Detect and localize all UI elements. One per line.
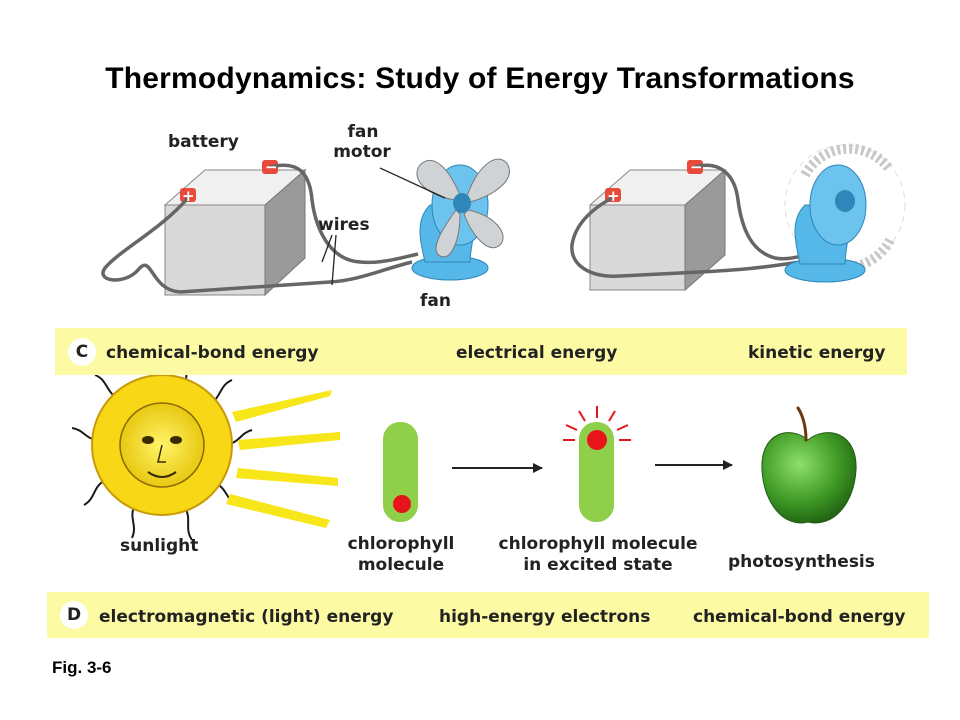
wires-label: wires: [318, 215, 370, 235]
minus-sign-right: −: [690, 158, 703, 176]
figure-label: Fig. 3-6: [52, 658, 112, 677]
plus-terminal-left: [180, 188, 196, 202]
chlorophyll-excited: [563, 406, 631, 522]
wires-left: [101, 163, 419, 294]
apple: [761, 406, 857, 524]
energy-band-c: [55, 328, 907, 375]
photosynthesis-label: photosynthesis: [728, 552, 875, 572]
band-c-item-1: chemical-bond energy: [106, 343, 319, 363]
band-d-letter: D: [60, 601, 88, 629]
energy-band-d: [47, 592, 929, 638]
band-d-item-1: electromagnetic (light) energy: [99, 607, 394, 627]
band-d-item-2: high-energy electrons: [439, 607, 651, 627]
sun: [71, 349, 253, 541]
excited-label-line2: in excited state: [523, 555, 673, 575]
sunlight-label: sunlight: [120, 536, 199, 556]
page-title: Thermodynamics: Study of Energy Transfor…: [105, 62, 855, 95]
fan-motor-label-line1: fan: [347, 122, 379, 142]
fan-label: fan: [420, 291, 451, 311]
wires-pointer: [321, 234, 337, 286]
band-c-item-2: electrical energy: [456, 343, 618, 363]
band-d-item-3: chemical-bond energy: [693, 607, 906, 627]
electron-excited: [587, 430, 607, 450]
chlorophyll-ground: [383, 422, 418, 522]
battery-label: battery: [168, 132, 239, 152]
fan-motor-label-line2: motor: [333, 142, 391, 162]
band-c-letter: C: [68, 338, 96, 366]
chlorophyll-label-line1: chlorophyll: [347, 534, 455, 554]
plus-sign-right: +: [607, 187, 620, 205]
battery-left: [163, 160, 307, 297]
excited-label-line1: chlorophyll molecule: [498, 534, 698, 554]
light-rays: [226, 390, 340, 528]
fan-left: [411, 158, 510, 281]
electron-ground: [393, 495, 411, 513]
band-c-item-3: kinetic energy: [748, 343, 886, 363]
chlorophyll-label-line2: molecule: [357, 555, 445, 575]
plus-sign-left: +: [182, 187, 195, 205]
wires-right: [570, 163, 806, 278]
minus-sign-left: −: [265, 158, 278, 176]
battery-right: [588, 160, 727, 292]
fan-motor-pointer: [379, 167, 446, 199]
fan-right: [784, 143, 906, 283]
